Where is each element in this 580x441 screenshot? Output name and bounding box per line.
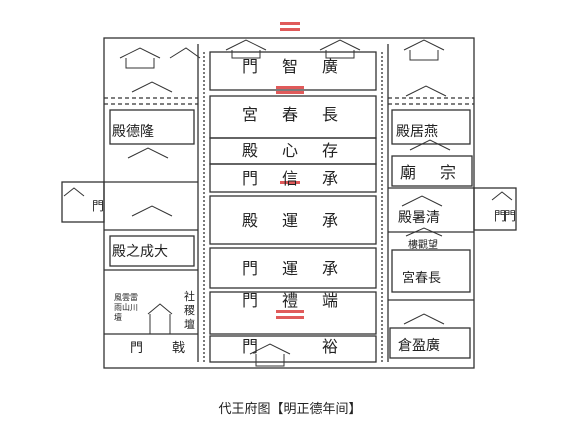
- east-gate-block: [473, 187, 517, 231]
- label-guangzhi-1: 門: [242, 57, 258, 76]
- guangzhi-gate-block: [209, 51, 377, 91]
- red-roof-mark: [276, 91, 304, 94]
- label-ji-gate-1: 門: [130, 341, 143, 356]
- label-sheji-3: 壇: [184, 317, 195, 331]
- roof-icon: [131, 205, 173, 217]
- label-chengxin-2: 信: [282, 169, 298, 188]
- label-chengyun-hall-2: 運: [282, 211, 298, 230]
- label-duanli-1: 門: [242, 291, 258, 310]
- label-yu-2: 裕: [322, 337, 338, 356]
- label-west-gate: 門: [92, 199, 104, 213]
- label-zongmiao-2: 宗: [440, 163, 456, 182]
- roof-icon: [119, 47, 161, 69]
- roof-icon: [225, 39, 267, 59]
- chengxin-gate-block: [209, 163, 377, 193]
- roof-icon: [319, 39, 361, 59]
- label-sheji-1: 社: [184, 289, 195, 303]
- label-chengyun-gate-1: 門: [242, 259, 258, 278]
- label-sheji-2: 稷: [184, 304, 195, 317]
- roof-icon: [405, 85, 447, 97]
- roof-icon: [491, 191, 513, 201]
- roof-icon: [147, 303, 173, 335]
- red-roof-mark: [280, 28, 300, 31]
- label-qingshu-hall: 殿暑清: [398, 210, 440, 226]
- chengyun-gate-block: [209, 247, 377, 289]
- label-cunxin-3: 存: [322, 141, 338, 160]
- label-shanchuan-3: 壇: [114, 312, 122, 322]
- duanli-gate-block: [209, 291, 377, 335]
- label-duanli-2: 禮: [282, 291, 298, 310]
- roof-icon: [63, 187, 85, 197]
- red-roof-mark: [276, 316, 304, 319]
- label-cunxin-1: 殿: [242, 141, 258, 160]
- label-changchun-2: 春: [282, 105, 298, 124]
- red-roof-mark: [276, 310, 304, 313]
- label-ji-gate-2: 戟: [172, 341, 185, 356]
- label-duanli-3: 端: [322, 291, 338, 310]
- roof-icon: [401, 195, 443, 207]
- roof-icon: [403, 313, 445, 325]
- label-changchun-3: 長: [322, 105, 338, 124]
- label-chengxin-1: 門: [242, 169, 258, 188]
- roof-icon: [409, 139, 451, 151]
- roof-icon: [403, 39, 445, 61]
- figure-caption: 代王府图【明正德年间】: [218, 402, 362, 417]
- roof-icon: [131, 81, 173, 93]
- label-shanchuan-2: 雨山川: [114, 302, 138, 312]
- label-east-gate-b: 門: [504, 209, 516, 223]
- label-chengxin-3: 承: [322, 169, 338, 188]
- label-cunxin-2: 心: [282, 141, 298, 160]
- label-yu-1: 門: [242, 337, 258, 356]
- label-chengyun-hall-1: 殿: [242, 211, 258, 230]
- roof-icon: [127, 147, 169, 159]
- label-guangzhi-3: 廣: [322, 57, 338, 76]
- roof-icon: [249, 343, 291, 367]
- red-roof-mark: [280, 22, 300, 25]
- label-shanchuan-1: 風雲雷: [114, 293, 138, 302]
- label-guangzhi-2: 智: [282, 57, 298, 76]
- west-gate-block: [61, 181, 105, 223]
- red-roof-mark: [280, 181, 300, 184]
- label-wangjiao-tower: 樓觀望: [408, 238, 438, 251]
- label-guangying-granary: 倉盈廣: [398, 337, 440, 354]
- roof-icon: [169, 47, 201, 59]
- label-zongmiao-1: 廟: [400, 163, 416, 182]
- label-chengyun-hall-3: 承: [322, 211, 338, 230]
- label-chengyun-gate-3: 承: [322, 259, 338, 278]
- yu-gate-block: [209, 335, 377, 363]
- red-roof-mark: [276, 86, 304, 89]
- label-changchun-small: 宮春長: [402, 270, 441, 286]
- roof-icon: [405, 227, 443, 237]
- label-longde-hall: 殿德隆: [112, 124, 154, 140]
- label-changchun-1: 宮: [242, 105, 258, 124]
- label-dacheng-hall: 殿之成大: [112, 244, 168, 260]
- label-east-gate-a: 門: [494, 209, 506, 223]
- label-chengyun-gate-2: 運: [282, 259, 298, 278]
- label-yanju-hall: 殿居燕: [396, 124, 438, 140]
- chengyun-hall-block: [209, 195, 377, 245]
